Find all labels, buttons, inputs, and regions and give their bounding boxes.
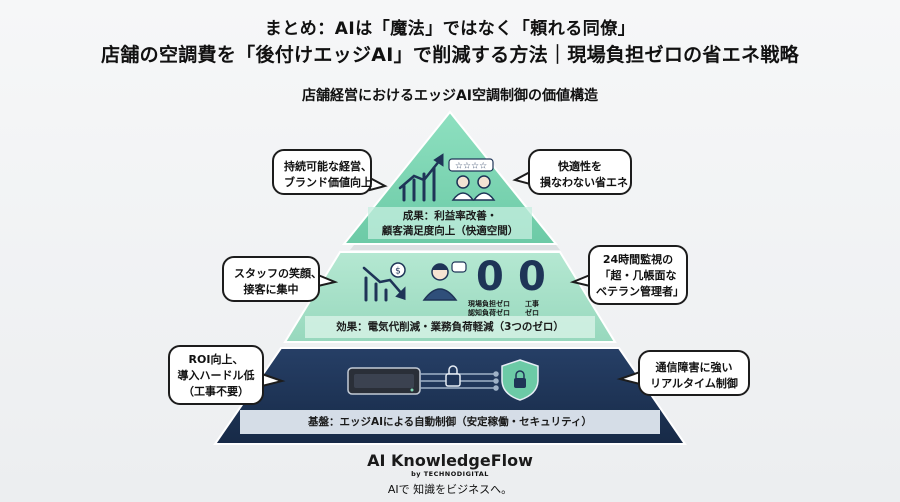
bubble-roi: ROI向上、 導入ハードル低 （工事不要） <box>168 345 264 405</box>
edge-device-icon <box>347 367 421 395</box>
bubble-staff-smile: スタッフの笑顔、 接客に集中 <box>222 256 322 302</box>
family-icon <box>451 175 496 201</box>
bubble-24h-monitoring: 24時間監視の 「超・几帳面な ベテラン管理者」 <box>588 245 688 305</box>
down-trend-icon <box>362 266 406 302</box>
bubble-realtime-control: 通信障害に強い リアルタイム制御 <box>638 350 750 396</box>
diagram-subtitle: 店舗経営におけるエッジAI空調制御の価値構造 <box>301 88 599 104</box>
lock-icon <box>445 365 461 387</box>
title-line-1: まとめ：AIは「魔法」ではなく「頼れる同僚」 <box>264 19 636 39</box>
chat-icon <box>451 261 467 273</box>
title-line-2: 店舗の空調費を「後付けエッジAI」で削減する方法｜現場負担ゼロの省エネ戦略 <box>101 44 799 66</box>
zero-stat-right: 0 <box>518 254 546 300</box>
zero-stat-left: 0 <box>476 254 504 300</box>
zero-caption-left: 現場負担ゼロ 認知負荷ゼロ <box>468 300 510 317</box>
brand-logo-text: AI KnowledgeFlow <box>367 451 533 470</box>
staff-icon <box>422 263 458 301</box>
svg-text:$: $ <box>395 267 401 277</box>
base-tier-label: 基盤：エッジAIによる自動制御（安定稼働・セキュリティ） <box>307 416 593 428</box>
top-tier-label: 成果：利益率改善・ 顧客満足度向上（快適空間） <box>381 210 519 237</box>
growth-chart-icon <box>398 153 444 202</box>
bubble-sustainable-management: 持続可能な経営、 ブランド価値向上 <box>272 149 372 195</box>
brand-byline: by TECHNODIGITAL <box>411 470 489 478</box>
rating-stars-icon: ☆☆☆☆ <box>448 158 494 172</box>
brand-tagline: AIで 知識をビジネスへ。 <box>387 483 513 496</box>
shield-lock-icon <box>501 359 539 401</box>
coin-icon: $ <box>390 262 406 278</box>
bubble-comfort-saving: 快適性を 損なわない省エネ <box>528 149 632 195</box>
zero-caption-right: 工事 ゼロ <box>525 300 539 317</box>
svg-text:☆☆☆☆: ☆☆☆☆ <box>455 162 487 172</box>
middle-tier-label: 効果：電気代削減・業務負荷軽減（3つのゼロ） <box>336 321 564 333</box>
